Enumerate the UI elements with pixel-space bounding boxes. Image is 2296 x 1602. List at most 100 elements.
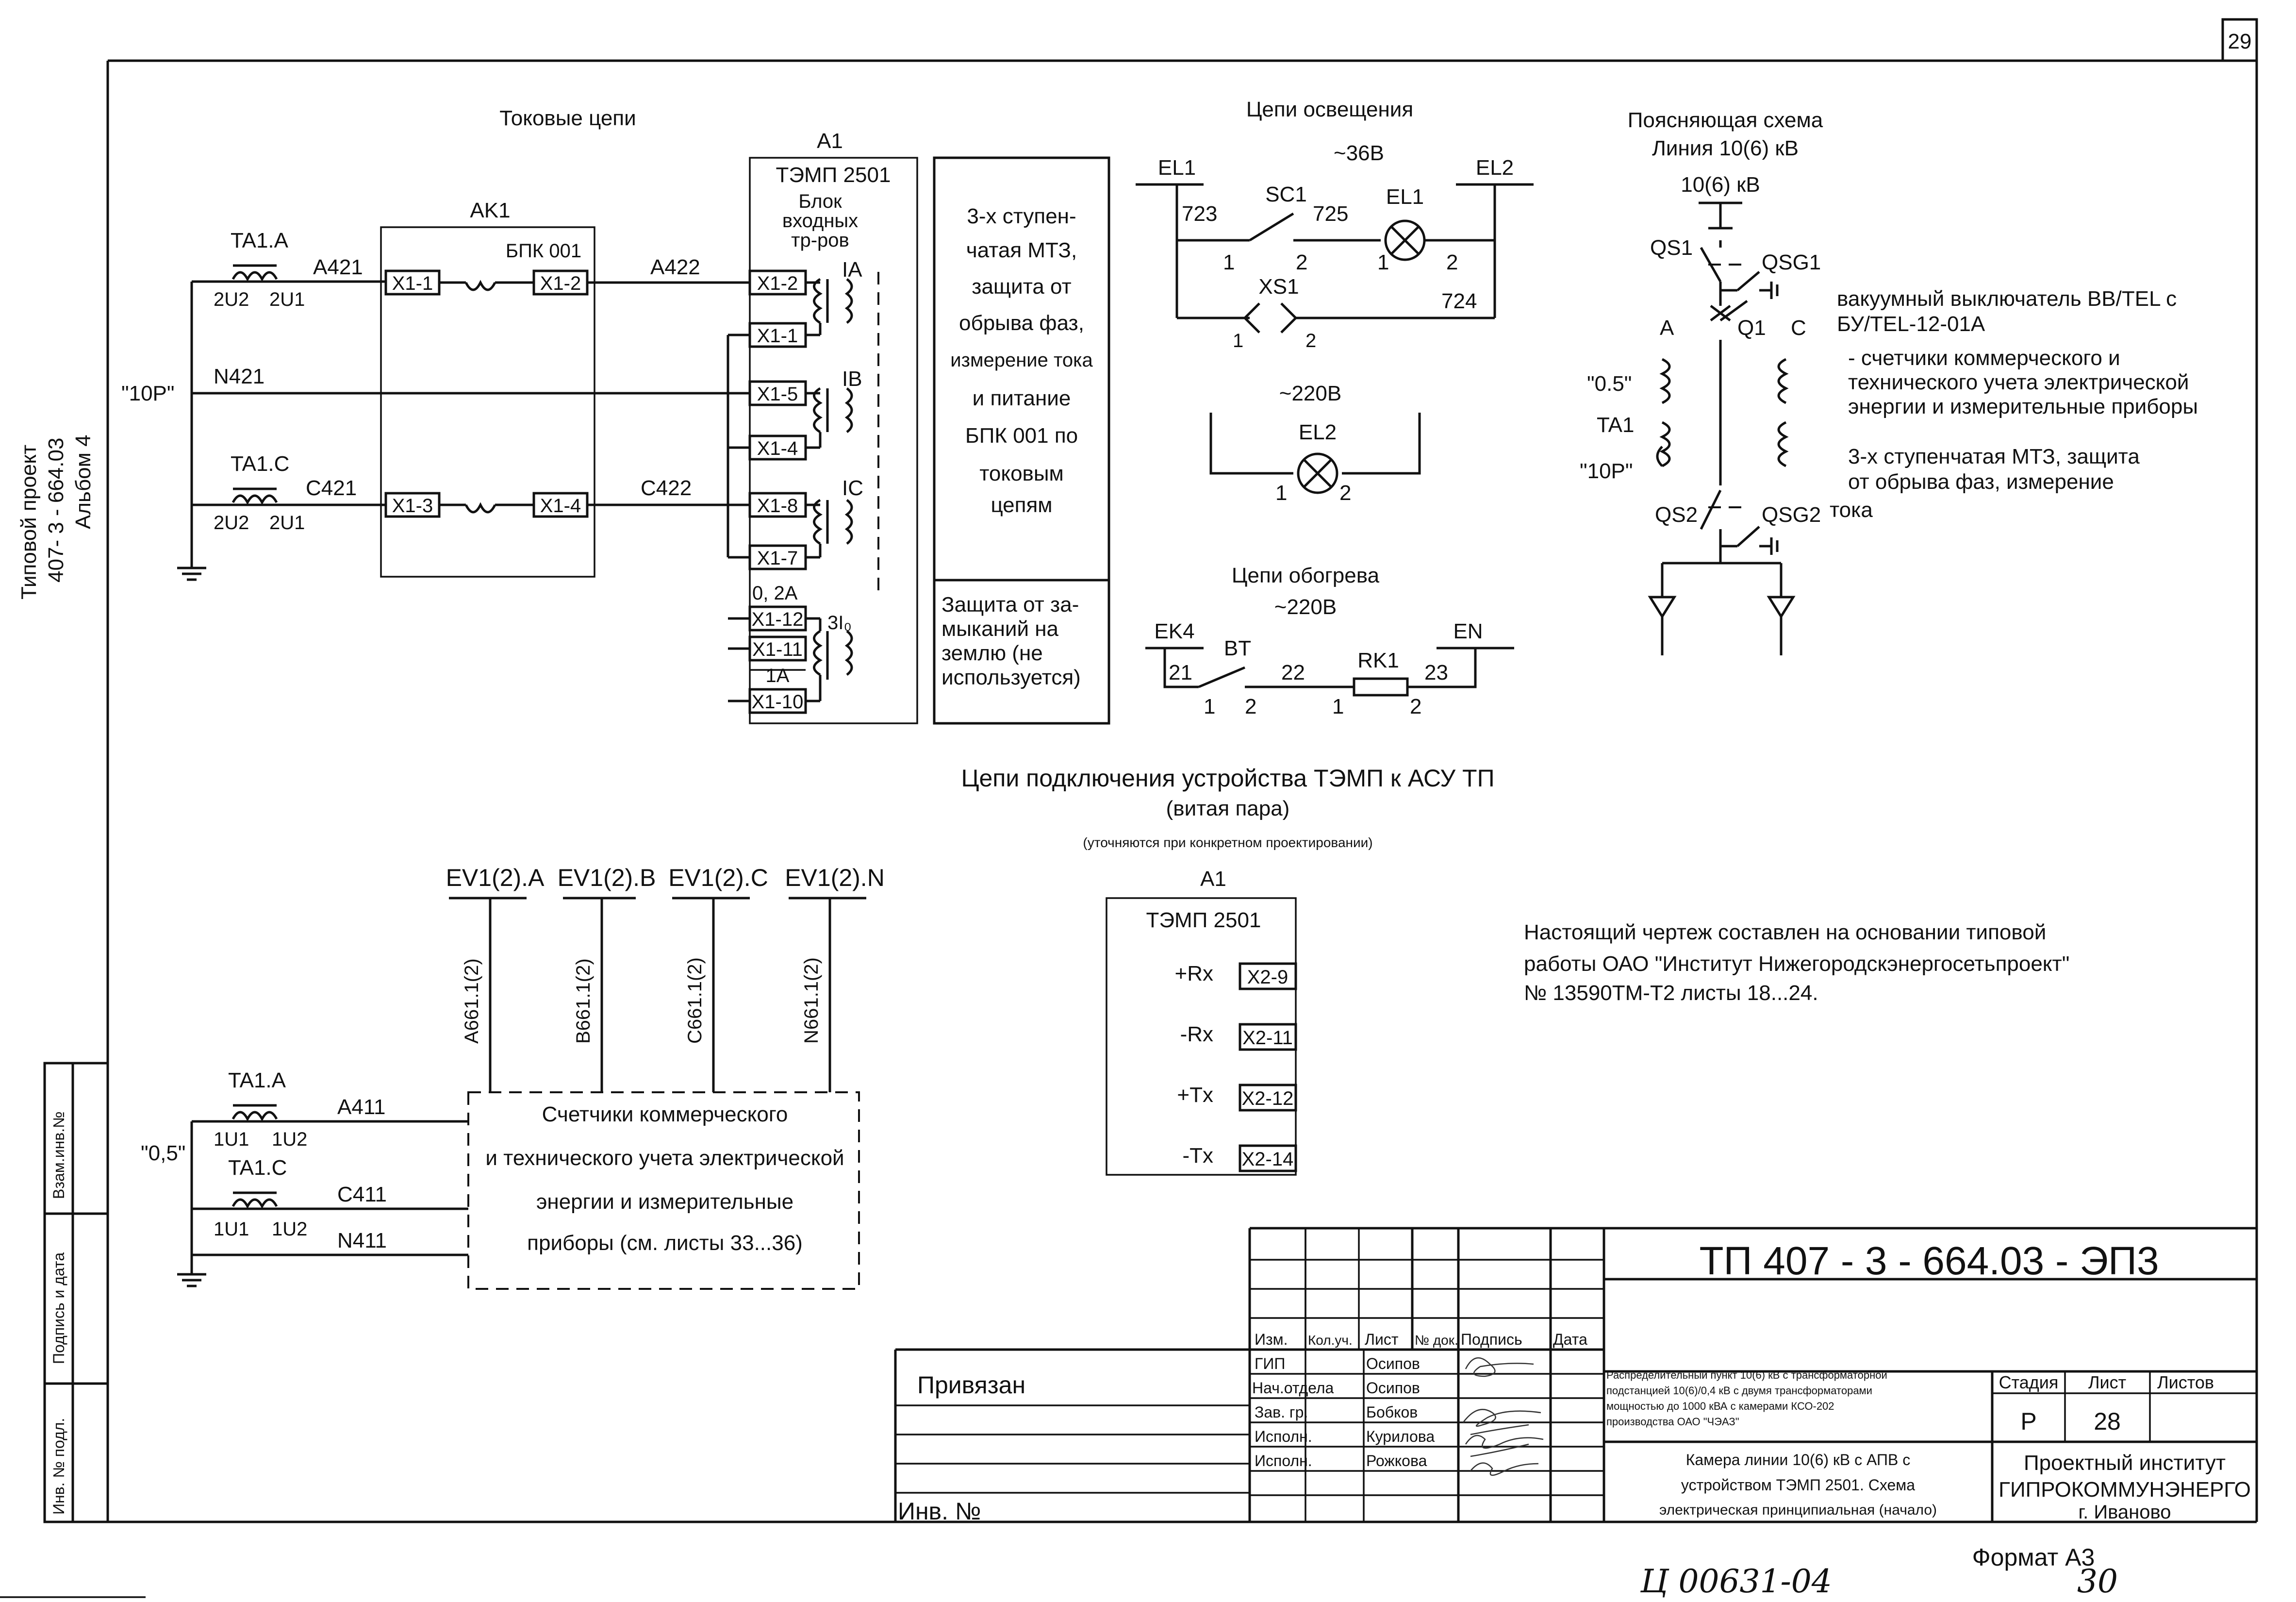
ground-prot-l2: мыканий на xyxy=(942,617,1059,641)
meters-l1: Счетчики коммерческого xyxy=(542,1102,788,1126)
switch-bt xyxy=(1198,666,1245,688)
a1-term-x1-11: X1-11 xyxy=(752,639,803,660)
list-label: Лист xyxy=(2088,1372,2126,1392)
earth-switch-qsg2 xyxy=(1736,526,1760,547)
el2-pin2: 2 xyxy=(1339,481,1351,505)
sc1-pin1: 1 xyxy=(1223,250,1235,274)
ak1-box xyxy=(380,226,595,578)
name-0: Осипов xyxy=(1366,1355,1420,1372)
phase-c-label: C xyxy=(1791,316,1806,340)
lamp-el1-icon xyxy=(1384,219,1426,261)
desc-1: Распределительный пункт 10(6) кВ с транс… xyxy=(1606,1369,1887,1381)
format-label: Формат А3 xyxy=(1972,1544,2095,1571)
desc-2: подстанцией 10(6)/0,4 кВ с двумя трансфо… xyxy=(1606,1385,1872,1397)
mtz-l9: цепям xyxy=(991,493,1052,517)
earth-switch-qsg1 xyxy=(1736,271,1760,291)
a1-label: A1 xyxy=(817,129,843,153)
side-label-line3: Альбом 4 xyxy=(71,434,95,529)
sheet-title-2: устройством ТЭМП 2501. Схема xyxy=(1681,1476,1915,1494)
hdr-data: Дата xyxy=(1553,1331,1587,1348)
ta1c-2u1: 2U1 xyxy=(269,512,305,534)
en-label: EN xyxy=(1453,619,1483,643)
page-number: 29 xyxy=(2228,30,2252,53)
stadia-value: P xyxy=(2020,1408,2036,1435)
heating-circuits: Цепи обогрева ~220B EK4 EN 21 BT 22 RK1 … xyxy=(1145,564,1514,718)
ground-prot-l3: землю (не xyxy=(942,641,1043,665)
mtz-l4: обрыва фаз, xyxy=(959,311,1084,335)
meter-ta1a: TA1.A xyxy=(228,1068,286,1092)
asu-term-2: X2-12 xyxy=(1242,1088,1294,1109)
handwritten-archive-number: Ц 00631-04 xyxy=(1640,1563,1832,1600)
a1-term-0: X1-2 xyxy=(757,273,798,294)
wire-22: 22 xyxy=(1281,661,1305,684)
explain-05: "0.5" xyxy=(1587,372,1632,396)
ev-a: EV1(2).A xyxy=(446,864,545,891)
mtz-l8: токовым xyxy=(979,462,1064,485)
i1a-label: 1A xyxy=(766,665,790,686)
lighting-220v: ~220B xyxy=(1279,382,1341,405)
inv-label: Инв. № xyxy=(898,1498,981,1525)
terminal-x1-4: X1-4 xyxy=(540,495,581,517)
asu-term-0: X2-9 xyxy=(1247,967,1288,988)
mtz-box: 3-х ступен- чатая МТЗ, защита от обрыва … xyxy=(933,156,1110,725)
note-l1: Настоящий чертеж составлен на основании … xyxy=(1524,920,2046,944)
ta1a-2u2: 2U2 xyxy=(214,289,249,310)
asu-sig-0: +Rx xyxy=(1175,962,1213,985)
ta1c-2u2: 2U2 xyxy=(214,512,249,534)
asu-title3: (уточняются при конкретном проектировани… xyxy=(1083,835,1372,850)
wire-c411: C411 xyxy=(337,1183,387,1206)
terminal-x1-2: X1-2 xyxy=(540,273,581,294)
hdr-ndoc: № док. xyxy=(1415,1333,1458,1348)
i3-label: 3I₀ xyxy=(827,612,852,634)
ct-a-icon xyxy=(1656,358,1671,467)
asu-term-1: X2-11 xyxy=(1242,1027,1293,1049)
socket-xs1-icon xyxy=(1243,302,1298,334)
ev-b: EV1(2).B xyxy=(558,864,656,891)
a1-term-4: X1-8 xyxy=(757,495,798,517)
meter-c-1u2: 1U2 xyxy=(272,1218,307,1240)
asu-term-3: X2-14 xyxy=(1242,1149,1294,1170)
a1-temp-2501: A1 ТЭМП 2501 Блок входных тр-ров X1-2 X1… xyxy=(727,129,918,724)
bt-pin2: 2 xyxy=(1245,695,1256,718)
a1-blok2: входных xyxy=(782,210,858,232)
signatures xyxy=(1463,1357,1544,1476)
heating-title: Цепи обогрева xyxy=(1232,564,1380,587)
role-4: Исполн. xyxy=(1255,1452,1312,1469)
el1-pin1: 1 xyxy=(1377,250,1389,274)
ev-n: EV1(2).N xyxy=(785,864,885,891)
ground-prot-l1: Защита от за- xyxy=(942,593,1079,617)
ic-label: IC xyxy=(842,476,863,500)
bt-label: BT xyxy=(1224,636,1251,660)
stamp-original-inv: Инв. № подл. xyxy=(50,1418,67,1515)
list-value: 28 xyxy=(2094,1408,2121,1435)
note-l2: работы ОАО "Институт Нижегородскэнергосе… xyxy=(1524,952,2069,976)
el1-pin2: 2 xyxy=(1446,250,1458,274)
mtz-l1: 3-х ступен- xyxy=(967,204,1076,228)
wire-723: 723 xyxy=(1182,202,1217,226)
left-stamp: Взам.инв.№ Подпись и дата Инв. № подл. xyxy=(43,1062,109,1523)
side-label: Типовой проект 407- 3 - 664.03 Альбом 4 xyxy=(17,434,95,600)
mtz-l3: защита от xyxy=(972,275,1071,299)
handwritten-sheet-number: 30 xyxy=(2077,1563,2118,1600)
ta1a-label: TA1.A xyxy=(231,229,289,252)
hdr-list: Лист xyxy=(1365,1331,1399,1348)
i02a-label: 0, 2A xyxy=(752,583,798,604)
wire-a421: A421 xyxy=(313,255,363,279)
lamp-el2-icon xyxy=(1297,452,1338,494)
a1-term-1: X1-1 xyxy=(757,325,798,347)
side-label-line2: 407- 3 - 664.03 xyxy=(44,438,68,583)
explain-note-2: БУ/TEL-12-01A xyxy=(1837,312,1985,336)
switch-sc1 xyxy=(1249,212,1294,242)
terminal-x1-1: X1-1 xyxy=(392,273,433,294)
explain-note-7: от обрыва фаз, измерение xyxy=(1848,470,2114,494)
qsg1-label: QSG1 xyxy=(1762,250,1821,274)
wire-a411: A411 xyxy=(337,1095,386,1119)
wire-n661: N661.1(2) xyxy=(801,957,822,1044)
explain-note-5: энергии и измерительные приборы xyxy=(1848,395,2198,418)
hdr-podpis: Подпись xyxy=(1461,1331,1522,1348)
a1-term-2: X1-5 xyxy=(757,384,798,405)
explain-note-1: вакуумный выключатель BB/TEL с xyxy=(1837,287,2177,311)
el2-lamp-label: EL2 xyxy=(1299,420,1337,444)
explain-note-4: технического учета электрической xyxy=(1848,370,2189,394)
inst-3: г. Иваново xyxy=(2078,1502,2171,1523)
